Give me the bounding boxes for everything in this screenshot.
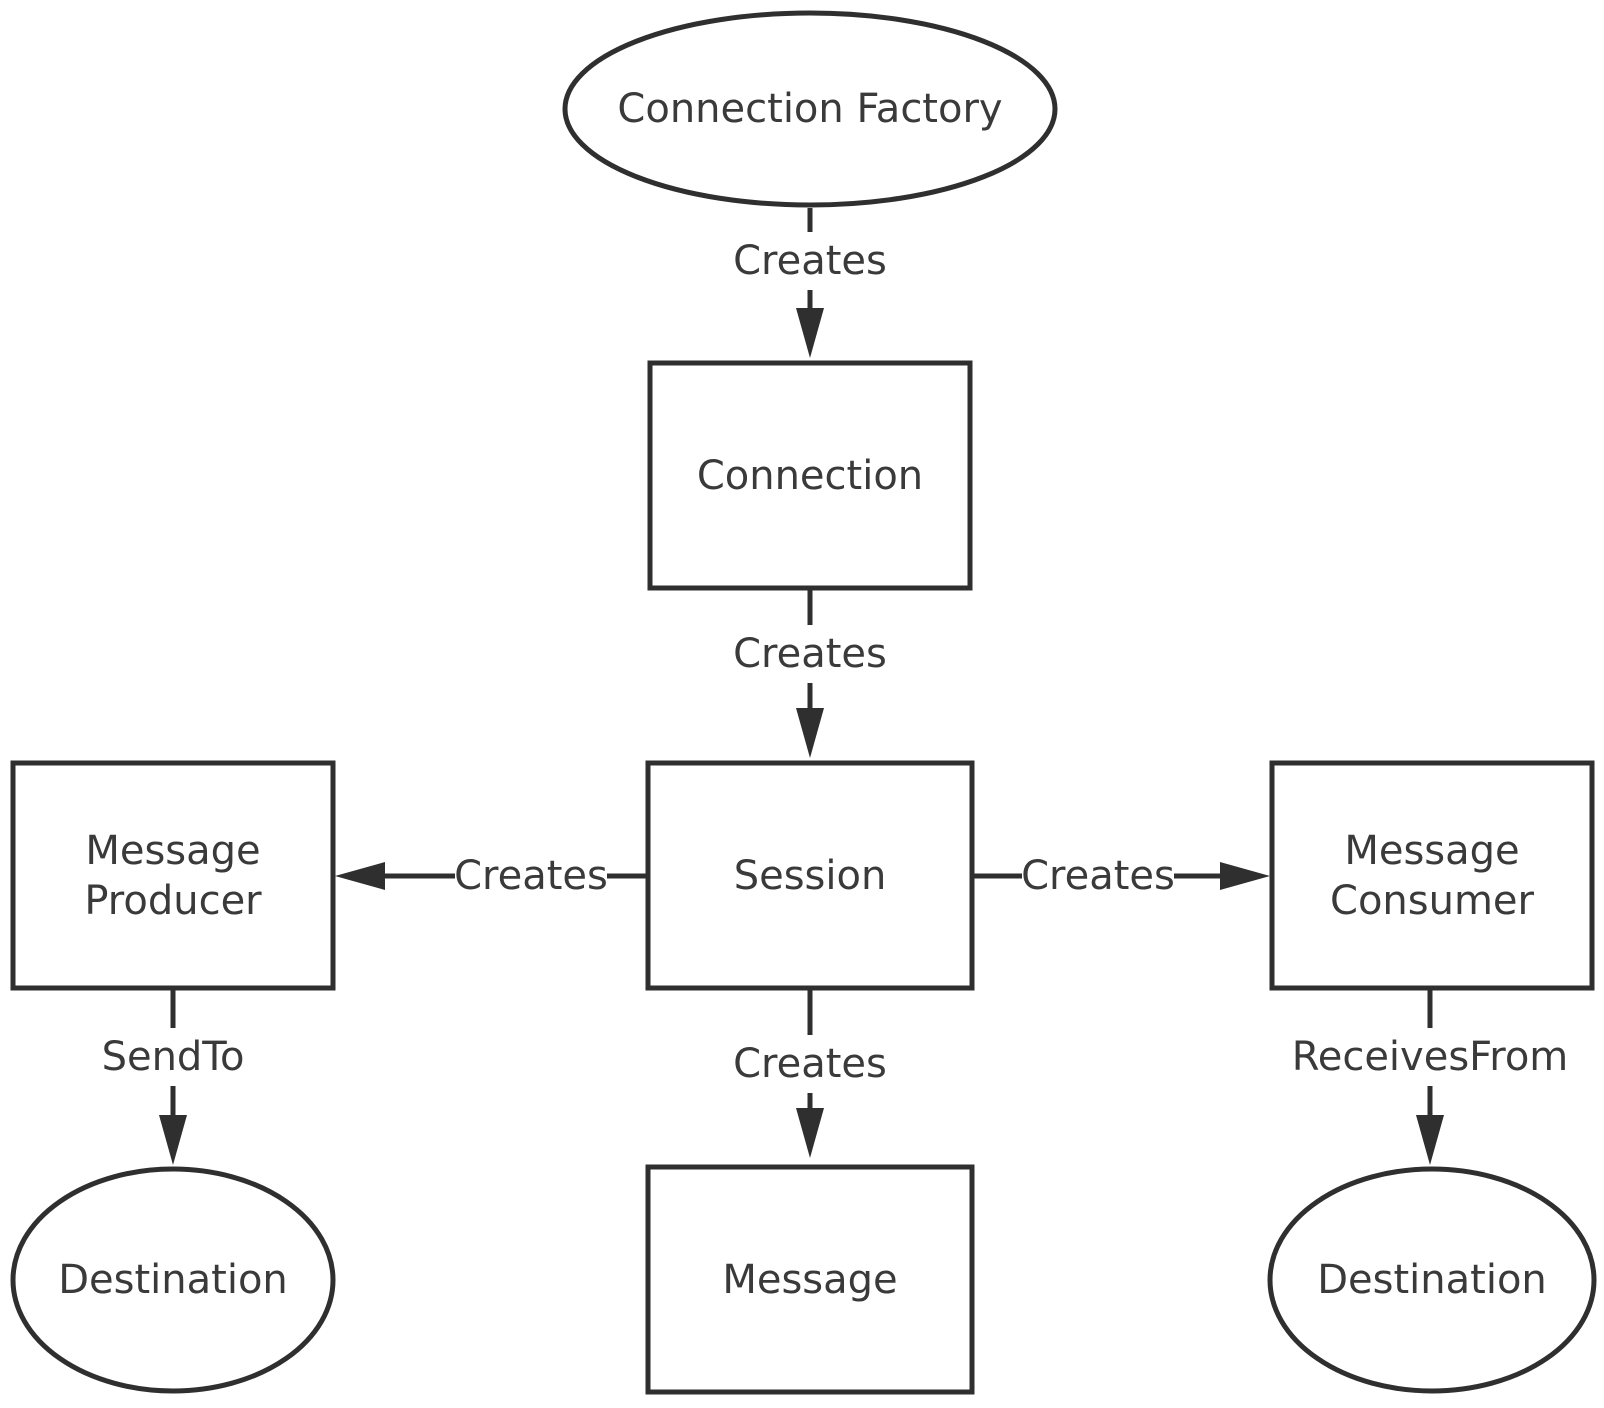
- node-label: Message: [722, 1257, 897, 1303]
- node-label: Destination: [1317, 1257, 1547, 1303]
- node-connection: Connection: [647, 360, 973, 591]
- edge-label-creates: Creates: [733, 1041, 887, 1087]
- node-label-line-1: Message: [1344, 828, 1519, 874]
- node-message-producer: Message Producer: [10, 760, 336, 991]
- edge-factory-to-connection: Creates: [730, 208, 890, 358]
- edge-session-to-producer: Creates: [335, 847, 648, 905]
- arrow-head-icon: [796, 308, 824, 358]
- node-label-line-2: Producer: [84, 878, 262, 924]
- arrow-head-icon: [1220, 862, 1270, 890]
- edge-label-creates: Creates: [454, 853, 608, 899]
- edge-label-receivesfrom: ReceivesFrom: [1292, 1034, 1569, 1080]
- edge-producer-to-destination: SendTo: [93, 988, 253, 1165]
- edge-label-creates: Creates: [733, 238, 887, 284]
- node-connection-factory: Connection Factory: [562, 10, 1058, 208]
- node-label: Connection: [697, 453, 923, 499]
- node-label: Connection Factory: [617, 86, 1002, 132]
- node-message-consumer: Message Consumer: [1269, 760, 1595, 991]
- node-destination-left: Destination: [10, 1166, 336, 1394]
- arrow-head-icon: [796, 708, 824, 758]
- edge-label-creates: Creates: [733, 631, 887, 677]
- edge-label-creates: Creates: [1021, 853, 1175, 899]
- edge-consumer-to-destination: ReceivesFrom: [1285, 988, 1575, 1165]
- arrow-head-icon: [335, 862, 385, 890]
- node-label: Destination: [58, 1257, 288, 1303]
- edge-label-sendto: SendTo: [102, 1034, 245, 1080]
- node-session: Session: [645, 760, 975, 991]
- node-destination-right: Destination: [1267, 1166, 1597, 1394]
- node-message: Message: [645, 1164, 975, 1395]
- node-label-line-1: Message: [85, 828, 260, 874]
- arrow-head-icon: [796, 1108, 824, 1158]
- arrow-head-icon: [1416, 1115, 1444, 1165]
- edge-session-to-consumer: Creates: [972, 847, 1270, 905]
- edge-session-to-message: Creates: [730, 988, 890, 1158]
- arrow-head-icon: [159, 1115, 187, 1165]
- edge-connection-to-session: Creates: [730, 588, 890, 758]
- node-label-line-2: Consumer: [1330, 878, 1535, 924]
- node-label: Session: [734, 853, 887, 899]
